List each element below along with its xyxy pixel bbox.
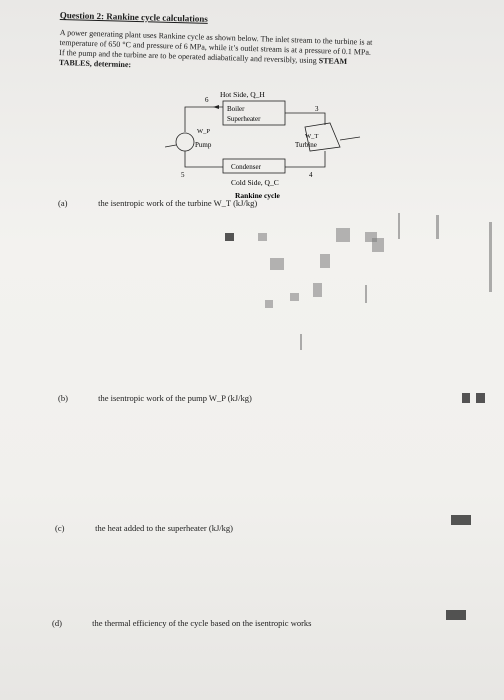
ink-stroke xyxy=(398,213,400,239)
rankine-cycle-diagram: Hot Side, Q_H Boiler Superheater 6 3 4 5… xyxy=(165,90,361,200)
question-c-text: the heat added to the superheater (kJ/kg… xyxy=(95,523,233,533)
question-a-label: (a) xyxy=(58,198,68,208)
ink-mark xyxy=(365,232,377,242)
ink-mark xyxy=(258,233,267,241)
ink-stroke xyxy=(365,285,367,303)
ink-mark xyxy=(270,258,284,270)
state-5-label: 5 xyxy=(181,171,185,179)
question-b-text: the isentropic work of the pump W_P (kJ/… xyxy=(98,393,252,403)
hot-side-label: Hot Side, Q_H xyxy=(220,90,265,99)
state-3-label: 3 xyxy=(315,105,319,113)
ink-mark xyxy=(225,233,234,241)
question-d-label: (d) xyxy=(52,618,62,628)
question-d-text: the thermal efficiency of the cycle base… xyxy=(92,618,312,628)
question-c-label: (c) xyxy=(55,523,65,533)
pump-shaft xyxy=(165,144,177,148)
question-b-label: (b) xyxy=(58,393,68,403)
ink-mark xyxy=(320,254,330,268)
diagram-caption: Rankine cycle xyxy=(235,191,280,200)
pump-label: Pump xyxy=(195,141,212,149)
state-6-label: 6 xyxy=(205,96,209,104)
boiler-label: Boiler xyxy=(227,105,245,113)
problem-statement: A power generating plant uses Rankine cy… xyxy=(59,28,460,81)
ink-mark xyxy=(313,283,322,297)
cold-side-label: Cold Side, Q_C xyxy=(231,178,279,187)
turbine-shaft xyxy=(339,136,361,141)
question-b: (b) the isentropic work of the pump W_P … xyxy=(58,393,252,403)
condenser-box xyxy=(222,158,286,174)
question-a-text: the isentropic work of the turbine W_T (… xyxy=(98,198,258,208)
pipe-4 xyxy=(285,151,326,168)
question-c: (c) the heat added to the superheater (k… xyxy=(55,523,233,533)
state-4-label: 4 xyxy=(309,171,313,179)
pipe-6 xyxy=(184,106,223,132)
ink-mark xyxy=(265,300,273,308)
ink-mark xyxy=(336,228,350,242)
pump-circle xyxy=(175,132,195,152)
ink-mark xyxy=(290,293,299,301)
pump-work-label: W_P xyxy=(197,128,210,135)
superheater-label: Superheater xyxy=(227,115,261,123)
pipe-5 xyxy=(184,151,223,168)
arrow-6 xyxy=(213,105,219,109)
turbine-work-label: W_T xyxy=(305,133,318,140)
ink-stroke xyxy=(300,334,302,350)
ink-mark xyxy=(476,393,485,403)
ink-stroke xyxy=(489,222,492,292)
question-title: Question 2: Rankine cycle calculations xyxy=(59,10,208,24)
ink-mark xyxy=(372,238,384,252)
turbine-label: Turbine xyxy=(295,141,317,149)
ink-mark xyxy=(446,610,466,620)
ink-mark xyxy=(462,393,470,403)
question-d: (d) the thermal efficiency of the cycle … xyxy=(52,618,311,628)
condenser-label: Condenser xyxy=(231,163,262,171)
ink-stroke xyxy=(436,215,439,239)
question-a: (a) the isentropic work of the turbine W… xyxy=(58,198,257,208)
pipe-3 xyxy=(285,112,326,125)
turbine-shape xyxy=(304,122,341,152)
ink-mark xyxy=(451,515,471,525)
statement-emphasis: STEAM xyxy=(318,56,348,67)
